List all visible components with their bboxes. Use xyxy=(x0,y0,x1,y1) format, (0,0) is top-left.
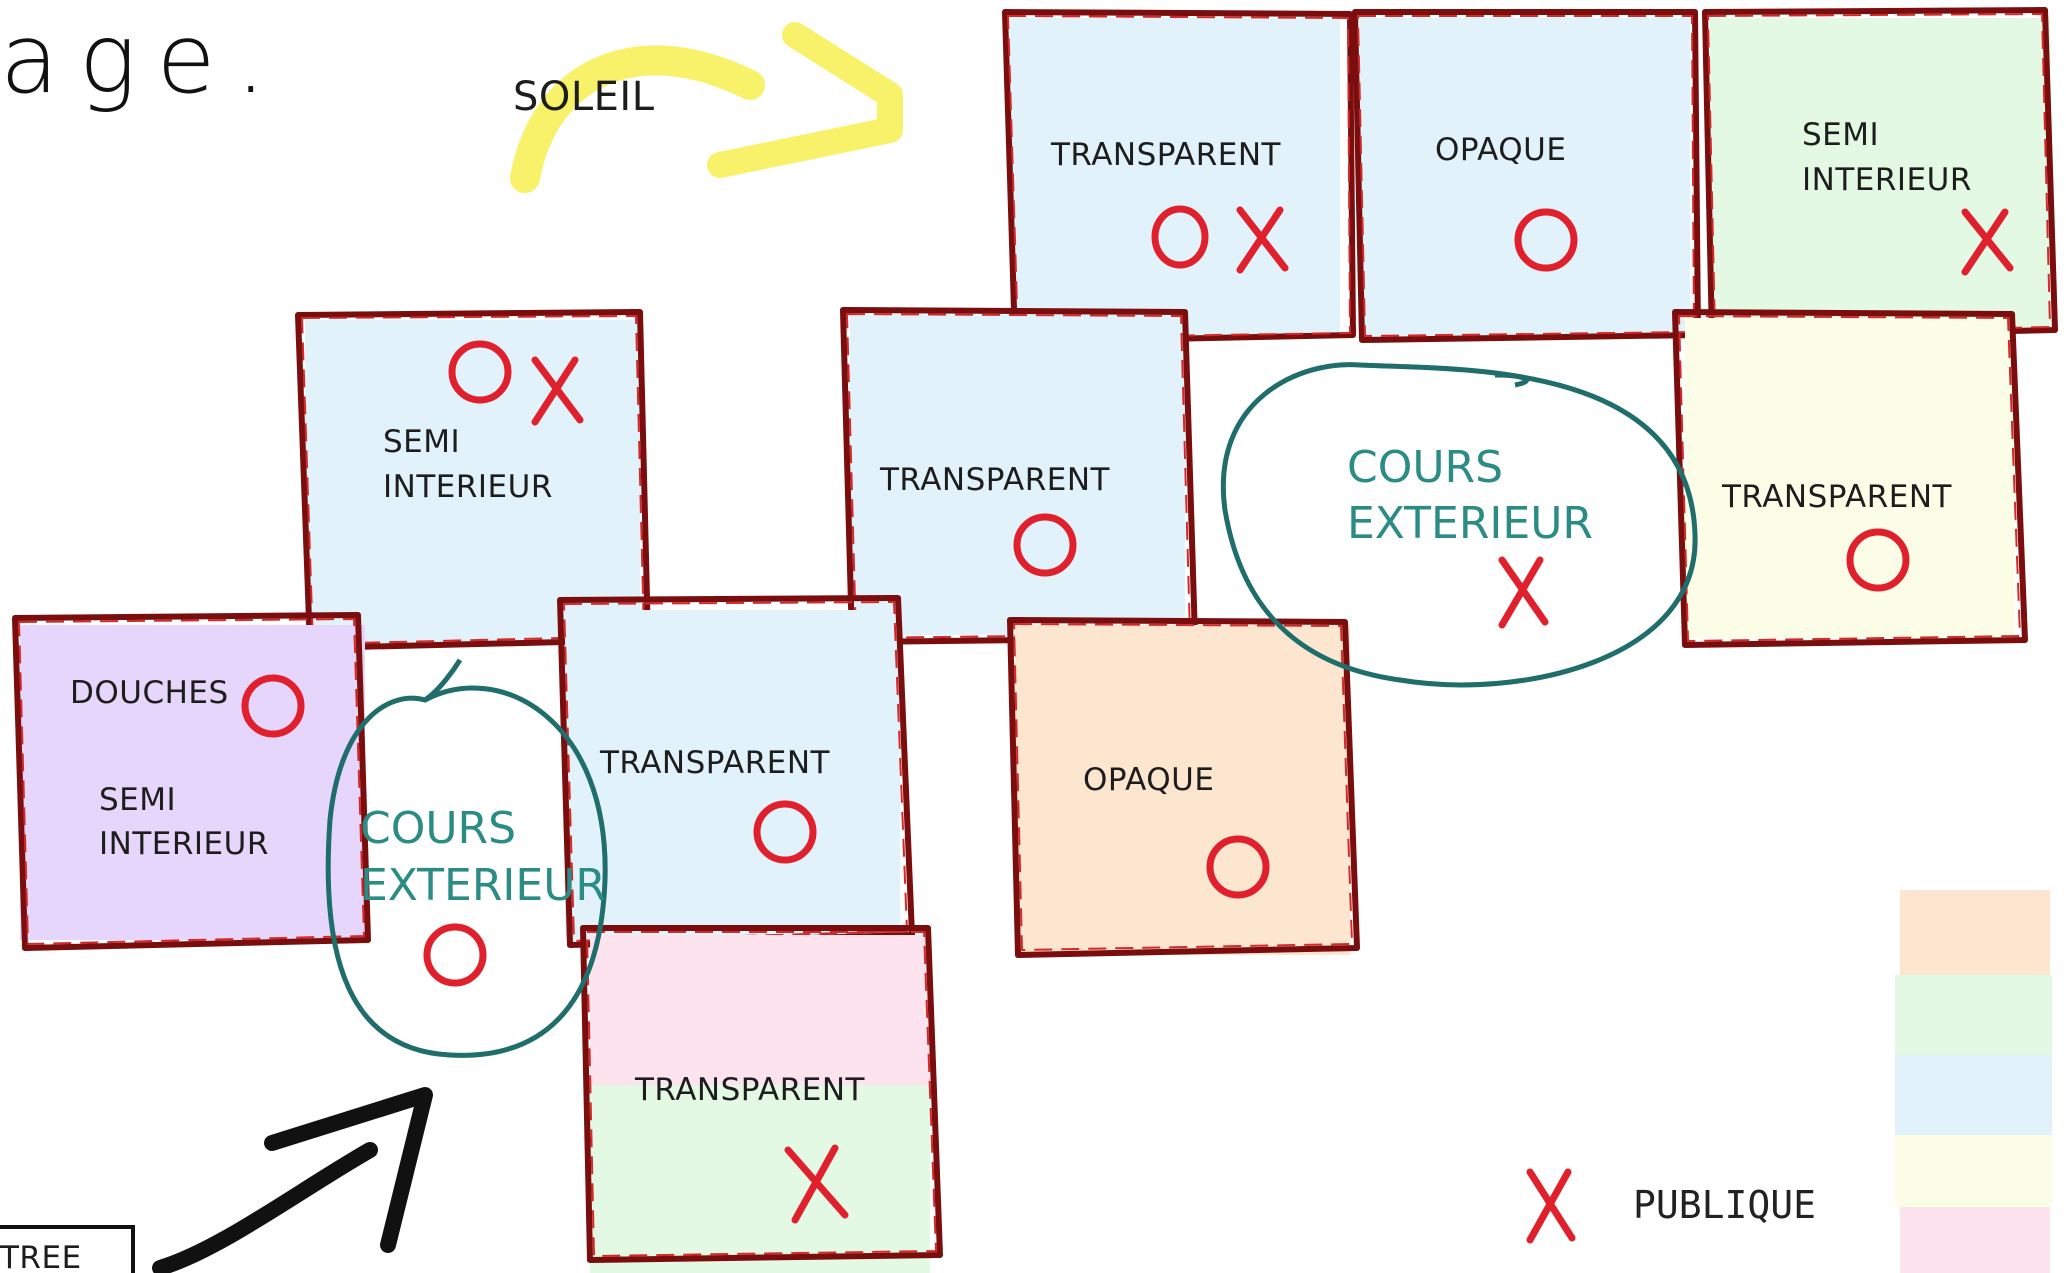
room-semi-interieur-left[interactable]: SEMI INTERIEUR xyxy=(295,309,651,651)
room-type-label: SEMI xyxy=(383,424,460,460)
public-mark-icon xyxy=(1498,556,1549,629)
room-type-label: TRANSPARENT xyxy=(1050,137,1282,173)
courtyard-label: COURS xyxy=(360,803,516,854)
room-type-label: OPAQUE xyxy=(1083,762,1214,798)
room-transparent-bottom[interactable]: TRANSPARENT xyxy=(580,925,943,1273)
room-type-label: INTERIEUR xyxy=(99,826,269,862)
room-transparent-center[interactable]: TRANSPARENT xyxy=(840,307,1198,645)
page-title: age. xyxy=(0,3,286,115)
public-mark-icon xyxy=(1961,208,2014,276)
room-type-label: SEMI xyxy=(1802,117,1879,153)
courtyard-label: COURS xyxy=(1347,442,1503,493)
private-mark-icon xyxy=(1206,835,1270,899)
room-opaque-center[interactable]: OPAQUE xyxy=(1007,617,1360,958)
public-mark-icon xyxy=(1236,206,1289,274)
entry-arrow-icon xyxy=(152,1087,433,1273)
room-type-label: SEMI xyxy=(99,782,176,818)
legend-swatch-green xyxy=(1895,975,2052,1055)
room-type-label: DOUCHES xyxy=(70,675,229,711)
public-mark-icon xyxy=(1526,1168,1576,1244)
private-mark-icon xyxy=(1013,513,1077,577)
sun-label: SOLEIL xyxy=(513,74,655,120)
sun-arc-icon xyxy=(510,22,903,193)
courtyard-label: EXTERIEUR xyxy=(1347,498,1593,549)
room-type-label: INTERIEUR xyxy=(383,469,553,505)
private-mark-icon xyxy=(241,674,305,738)
entry-box: TREE xyxy=(0,1225,135,1273)
room-type-label: TRANSPARENT xyxy=(634,1072,866,1108)
room-transparent-right[interactable]: TRANSPARENT xyxy=(1672,309,2028,648)
legend-swatch-pink xyxy=(1900,1207,2050,1273)
public-mark-icon xyxy=(784,1144,849,1224)
courtyard-label: EXTERIEUR xyxy=(360,860,606,911)
room-opaque-top[interactable]: OPAQUE xyxy=(1352,9,1701,343)
courtyard-left[interactable]: COURS EXTERIEUR xyxy=(325,658,608,1058)
legend-swatch-orange xyxy=(1900,890,2050,975)
entry-label: TREE xyxy=(0,1240,82,1273)
room-transparent-top-1[interactable]: TRANSPARENT xyxy=(1002,9,1356,345)
courtyard-right[interactable]: COURS EXTERIEUR xyxy=(1220,362,1698,688)
legend: PUBLIQUE xyxy=(1526,890,2052,1273)
legend-swatch-yellow xyxy=(1895,1135,2052,1207)
room-type-label: TRANSPARENT xyxy=(879,462,1111,498)
private-mark-icon xyxy=(1846,528,1910,592)
room-type-label: INTERIEUR xyxy=(1802,162,1972,198)
private-mark-icon xyxy=(1514,208,1578,272)
room-semi-interieur-top[interactable]: SEMI INTERIEUR xyxy=(1702,7,2058,341)
legend-public-label: PUBLIQUE xyxy=(1633,1183,1816,1227)
private-mark-icon xyxy=(1151,205,1209,269)
legend-swatch-blue xyxy=(1895,1055,2052,1135)
private-mark-icon xyxy=(448,340,512,404)
room-type-label: OPAQUE xyxy=(1435,132,1566,168)
public-mark-icon xyxy=(531,356,584,426)
room-transparent-lower[interactable]: TRANSPARENT xyxy=(557,595,915,948)
room-type-label: TRANSPARENT xyxy=(1721,479,1953,515)
private-mark-icon xyxy=(753,800,817,864)
private-mark-icon xyxy=(423,923,487,987)
room-douches-semi-interieur[interactable]: DOUCHES SEMI INTERIEUR xyxy=(12,612,371,951)
room-type-label: TRANSPARENT xyxy=(599,745,831,781)
